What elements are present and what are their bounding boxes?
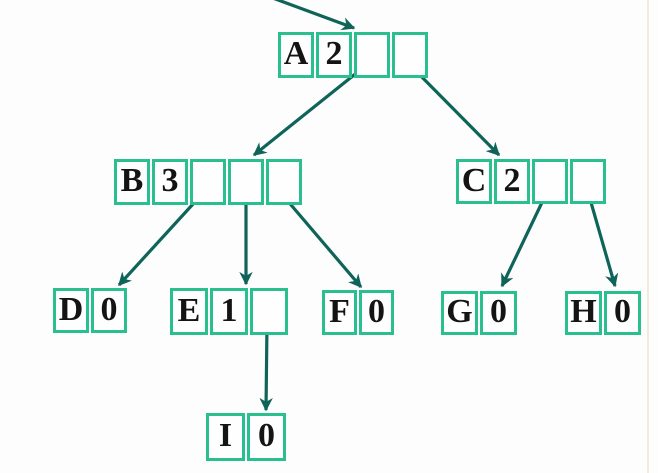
node-c-cell: C	[456, 159, 492, 204]
node-a-pointer-cell	[392, 32, 428, 78]
node-a-pointer-cell	[354, 32, 390, 78]
node-b-pointer-cell	[266, 159, 302, 205]
node-b-pointer-cell	[190, 159, 226, 205]
arrow-e-to-i	[259, 322, 273, 412]
node-d-cell: 0	[91, 288, 127, 333]
node-b-cell: 3	[152, 159, 188, 205]
edge-stripe	[647, 0, 649, 473]
node-a-cell: A	[278, 32, 314, 78]
node-g-cell: 0	[480, 291, 517, 335]
node-i-cell: 0	[247, 413, 286, 461]
node-b-pointer-cell	[228, 159, 264, 205]
arrow-c-to-h	[586, 191, 619, 288]
node-c-pointer-cell	[532, 159, 568, 204]
arrow-c-to-g	[500, 191, 549, 288]
node-g-cell: G	[441, 291, 478, 335]
arrow-b-to-f	[278, 190, 363, 289]
node-h-cell: H	[565, 291, 602, 335]
arrow-b-to-d	[117, 190, 206, 287]
node-i-cell: I	[206, 413, 245, 461]
node-e-cell: E	[170, 288, 208, 335]
node-f-cell: 0	[359, 290, 394, 335]
node-h-cell: 0	[604, 291, 641, 335]
node-c-cell: 2	[494, 159, 530, 204]
node-f-cell: F	[322, 290, 357, 335]
node-c-pointer-cell	[570, 159, 606, 204]
node-e-pointer-cell	[250, 288, 288, 335]
node-d-cell: D	[53, 288, 89, 333]
arrow-into-a	[273, 0, 356, 31]
node-b-cell: B	[114, 159, 150, 205]
node-e-cell: 1	[210, 288, 248, 335]
node-a-cell: 2	[316, 32, 352, 78]
